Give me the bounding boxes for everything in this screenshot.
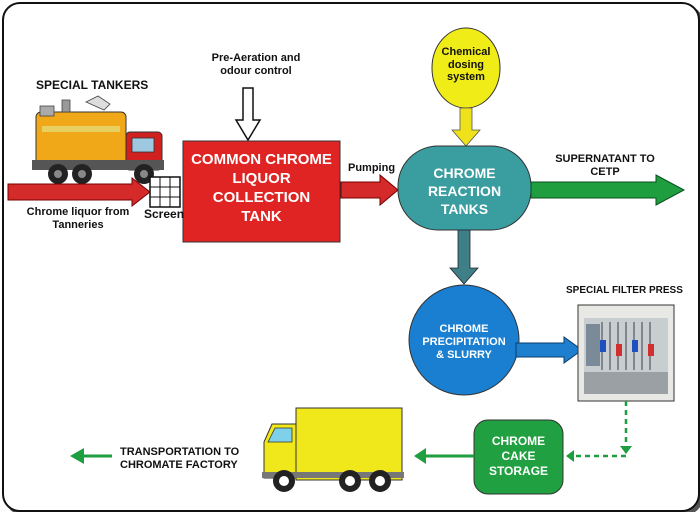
chemical-dosing-label: Chemical dosing system bbox=[441, 46, 491, 84]
to-lorry-arrow bbox=[414, 448, 474, 464]
cake-storage-label: CHROME CAKE STORAGE bbox=[488, 434, 549, 478]
collection-tank-label: COMMON CHROME LIQUOR COLLECTION TANK bbox=[191, 151, 332, 225]
chrome-liquor-label: Chrome liquor from Tanneries bbox=[26, 206, 130, 231]
screen-grid-icon bbox=[149, 176, 181, 208]
dashed-connector bbox=[566, 401, 632, 462]
filter-press-icon bbox=[577, 304, 675, 402]
precipitation-label: CHROME PRECIPITATION & SLURRY bbox=[422, 323, 506, 361]
to-filter-press-arrow bbox=[515, 336, 583, 364]
collection-tank-box bbox=[182, 140, 341, 243]
special-tankers-label: SPECIAL TANKERS bbox=[36, 78, 149, 92]
transportation-label: TRANSPORTATION TO CHROMATE FACTORY bbox=[120, 446, 240, 471]
pumping-label: Pumping bbox=[348, 162, 396, 174]
inlet-arrow bbox=[7, 176, 151, 208]
transportation-arrow bbox=[70, 448, 112, 464]
precipitation-circle bbox=[408, 284, 520, 396]
special-filter-press-label: SPECIAL FILTER PRESS bbox=[566, 285, 683, 296]
pumping-arrow bbox=[340, 173, 399, 207]
screen-label: Screen bbox=[144, 207, 185, 221]
reaction-down-arrow bbox=[449, 229, 479, 285]
tanker-truck-icon bbox=[32, 95, 164, 184]
dosing-arrow bbox=[451, 107, 481, 147]
pre-aeration-arrow bbox=[234, 87, 262, 142]
lorry-icon bbox=[262, 407, 404, 492]
reaction-tanks-label: CHROME REACTION TANKS bbox=[427, 165, 502, 217]
supernatant-label: SUPERNATANT TO CETP bbox=[555, 153, 655, 178]
pre-aeration-label: Pre-Aeration and odour control bbox=[211, 52, 301, 77]
supernatant-arrow bbox=[530, 174, 686, 206]
